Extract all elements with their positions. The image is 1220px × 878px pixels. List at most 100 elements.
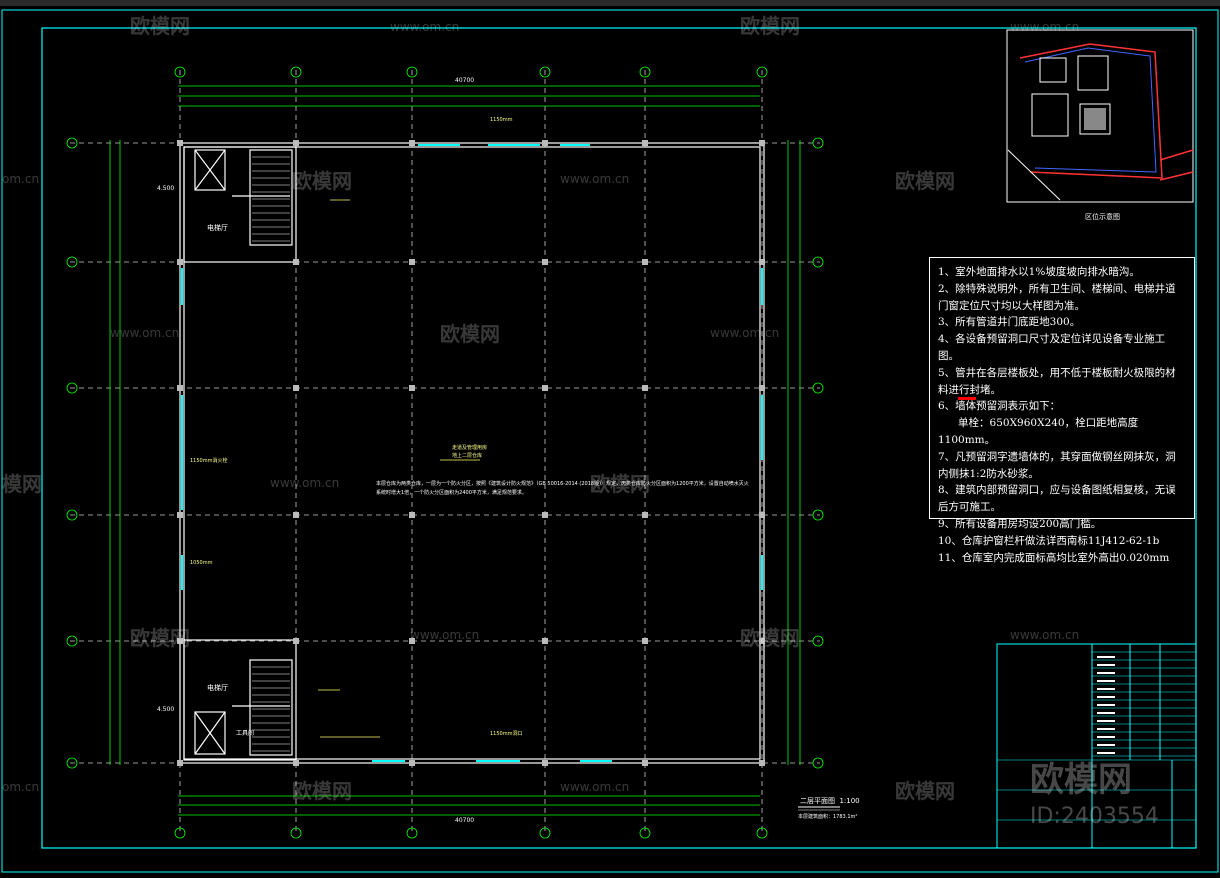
top-dimension-lines <box>109 85 801 816</box>
axis-bubble <box>290 66 302 78</box>
top-toolbar-strip <box>0 0 1220 6</box>
note-10: 10、仓库护窗栏杆做法详西南标11J412-62-1b <box>938 534 1160 547</box>
axis-bubble <box>812 635 824 647</box>
watermark-brand: 欧模网 <box>895 779 955 803</box>
window-openings <box>181 144 763 762</box>
watermark-url: www.om.cn <box>1010 628 1080 642</box>
watermark-url: www.om.cn <box>560 172 630 186</box>
column <box>642 259 648 265</box>
column <box>759 760 765 766</box>
title-block-cell-text <box>1097 680 1115 682</box>
sheet-outer-border <box>1 9 1219 873</box>
column <box>542 638 548 644</box>
watermark-id: ID:2403554 <box>1030 804 1159 829</box>
drawing-title-text: 二层平面图 <box>800 797 835 805</box>
note-1: 1、室外地面排水以1%坡度坡向排水暗沟。 <box>938 266 1140 278</box>
title-block-cell-text <box>1097 744 1115 746</box>
axis-bubble <box>66 137 78 149</box>
note-5: 5、管井在各层楼板处，用不低于楼板耐火极限的材料进行封堵。 <box>938 366 1176 396</box>
column <box>759 512 765 518</box>
note-4: 4、各设备预留洞口尺寸及定位详见设备专业施工图。 <box>938 333 1166 362</box>
watermark-url: www.om.cn <box>410 628 480 642</box>
watermark-brand: 欧模网 <box>590 472 650 496</box>
axis-bubble <box>756 827 768 839</box>
title-block-cell-text <box>1097 696 1115 698</box>
key-plan <box>1006 29 1194 203</box>
keyplan-label: 区位示意图 <box>1085 213 1120 221</box>
sheet-frame <box>41 27 1197 849</box>
room-elevator-lobby-top: 电梯厅 <box>207 224 228 232</box>
axis-bubble <box>66 509 78 521</box>
axis-bubbles <box>66 66 824 839</box>
column <box>177 385 183 391</box>
title-block-cell-text <box>1097 752 1115 754</box>
elevation-bottom: 4.500 <box>157 706 175 713</box>
watermark-url: www.om.cn <box>270 476 340 490</box>
column <box>409 512 415 518</box>
axis-bubble <box>812 137 824 149</box>
watermark-url: www.om.cn <box>390 20 460 34</box>
watermark-url-short: om.cn <box>2 172 40 186</box>
watermark-url: www.om.cn <box>560 780 630 794</box>
opening-label-1: 1150mm <box>490 117 513 123</box>
column <box>642 140 648 146</box>
note-8: 8、建筑内部预留洞口，应与设备图纸相复核，无误后方可施工。 <box>938 484 1176 514</box>
title-block-cell-text <box>1097 664 1115 666</box>
watermark-brand: 欧模网 <box>895 169 955 193</box>
drawing-area: 本层建筑面积：1783.1m² <box>798 814 858 820</box>
title-block-cell-text <box>1097 712 1115 714</box>
opening-label-3: 1050mm <box>190 560 213 566</box>
title-block-rows <box>997 651 1196 821</box>
axis-bubble <box>66 256 78 268</box>
column <box>177 638 183 644</box>
watermark-url: www.om.cn <box>110 326 180 340</box>
axis-bubble <box>756 66 768 78</box>
note-11: 11、仓库室内完成面标高均比室外高出0.020mm <box>938 551 1170 564</box>
title-block-cell-text <box>1097 688 1115 690</box>
watermark-brand-partial: 模网 <box>2 472 42 496</box>
axis-bubble <box>639 827 651 839</box>
axis-bubble <box>406 827 418 839</box>
column <box>759 385 765 391</box>
axis-bubble <box>812 757 824 769</box>
axis-bubble <box>812 509 824 521</box>
building-walls <box>179 142 765 764</box>
column <box>293 140 299 146</box>
column <box>759 140 765 146</box>
axis-bubble <box>812 256 824 268</box>
column <box>409 140 415 146</box>
watermark-brand: 欧模网 <box>292 779 352 803</box>
stair-treads <box>252 149 290 752</box>
opening-label-2: 1150mm消火栓 <box>190 458 228 464</box>
watermark-brand: 欧模网 <box>130 14 190 38</box>
overall-dimension-top: 40700 <box>455 77 475 84</box>
column <box>542 760 548 766</box>
column <box>177 512 183 518</box>
column <box>293 638 299 644</box>
title-block-text-marks <box>1097 656 1115 754</box>
column <box>293 512 299 518</box>
axis-bubble <box>66 757 78 769</box>
overall-dimension-bottom: 40700 <box>455 817 475 824</box>
title-block-cell-text <box>1097 672 1115 674</box>
column <box>293 760 299 766</box>
structural-columns <box>177 140 765 766</box>
column <box>642 638 648 644</box>
column <box>177 140 183 146</box>
fire-zone-note: 本层仓库为两类仓库，一层为一个防火分区，按照《建筑设计防火规范》（GB 5001… <box>376 481 749 496</box>
column <box>642 385 648 391</box>
column <box>409 259 415 265</box>
general-notes-panel: 1、室外地面排水以1%坡度坡向排水暗沟。 2、除特殊说明外，所有卫生间、楼梯间、… <box>929 257 1195 564</box>
axis-bubble <box>539 66 551 78</box>
note-6: 6、墙体预留洞表示如下： <box>938 400 1061 413</box>
note-9: 9、所有设备用房均设200高门槛。 <box>938 517 1102 530</box>
axis-bubble <box>406 66 418 78</box>
axis-bubble <box>174 66 186 78</box>
column <box>542 259 548 265</box>
column <box>177 259 183 265</box>
column <box>642 760 648 766</box>
room-tool-room: 工具间 <box>236 730 255 737</box>
watermark-url: www.om.cn <box>1010 20 1080 34</box>
